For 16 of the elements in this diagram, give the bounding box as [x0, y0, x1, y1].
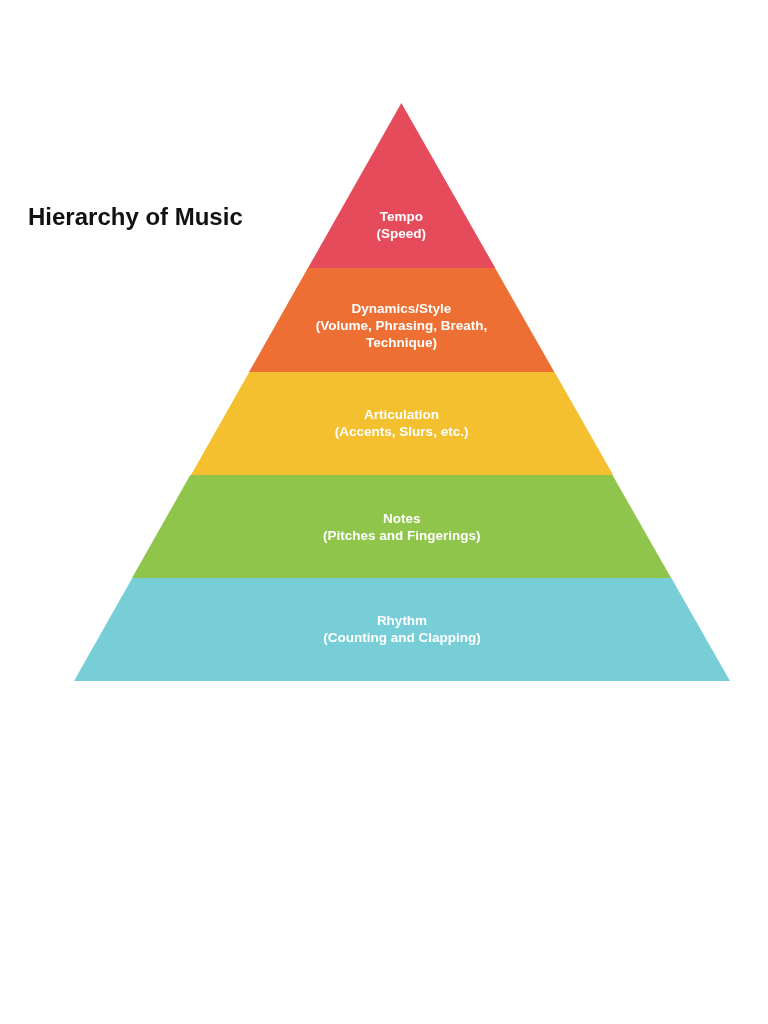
tier-description: (Volume, Phrasing, Breath, Technique): [314, 317, 489, 351]
pyramid-tier: [248, 268, 555, 372]
tier-description: (Accents, Slurs, etc.): [333, 423, 470, 440]
pyramid-tier: [190, 372, 613, 475]
pyramid-tier: [132, 475, 672, 578]
tier-description: (Counting and Clapping): [322, 629, 482, 646]
pyramid-top-tier: [307, 103, 495, 268]
tier-title: Notes: [382, 510, 422, 527]
tier-title: Articulation: [363, 406, 441, 423]
diagram-title: Hierarchy of Music: [28, 202, 243, 232]
tier-title: Rhythm: [375, 612, 429, 629]
tier-title: Tempo: [378, 208, 424, 225]
tier-description: (Pitches and Fingerings): [322, 527, 482, 544]
pyramid-tier: [74, 578, 730, 681]
tier-title: Dynamics/Style: [350, 300, 453, 317]
tier-description: (Speed): [375, 225, 428, 242]
